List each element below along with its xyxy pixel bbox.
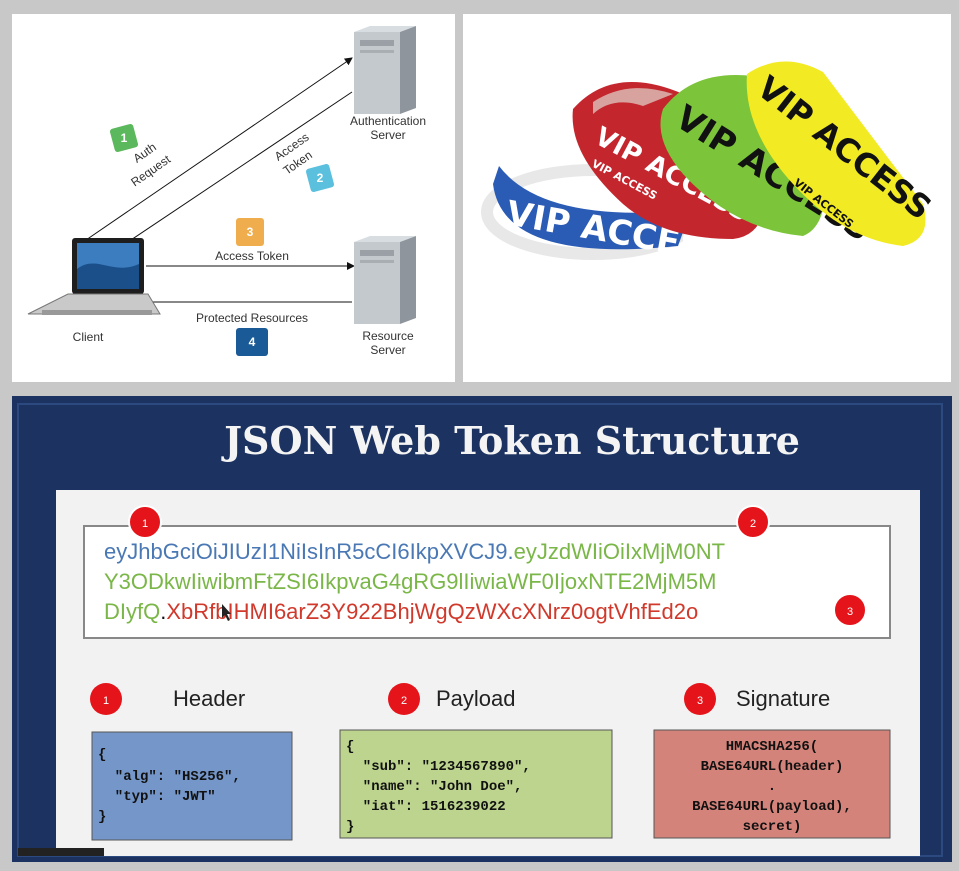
step-2-badge: 2 <box>305 163 335 193</box>
resource-server-label-1: Resource <box>362 329 414 343</box>
server-icon <box>354 236 416 324</box>
svg-text:2: 2 <box>401 695 407 707</box>
svg-text:1: 1 <box>121 131 128 145</box>
step-4-badge: 4 <box>236 328 268 356</box>
svg-text:}: } <box>346 819 354 835</box>
server-icon <box>354 26 416 114</box>
svg-text:"iat": 1516239022: "iat": 1516239022 <box>346 799 506 815</box>
payload-code-box: { "sub": "1234567890", "name": "John Doe… <box>339 729 613 839</box>
svg-text:1: 1 <box>142 518 148 530</box>
vip-wristbands-image: VIP ACCESS VIP ACCESS VIP ACCESS VIP ACC… <box>463 14 951 382</box>
badge-2: 2 <box>736 505 770 539</box>
step-4-label: Protected Resources <box>196 311 308 325</box>
slide-title: JSON Web Token Structure <box>221 418 800 463</box>
svg-text:1: 1 <box>103 695 109 707</box>
svg-text:{: { <box>346 739 354 755</box>
step-3-badge: 3 <box>236 218 264 246</box>
svg-text:"alg": "HS256",: "alg": "HS256", <box>98 769 241 785</box>
access-token-arrow <box>115 91 353 251</box>
svg-text:secret): secret) <box>743 819 802 835</box>
svg-text:Payload: Payload <box>436 686 516 711</box>
header-section-heading: 1 Header <box>90 683 245 715</box>
svg-text:"name": "John Doe",: "name": "John Doe", <box>346 779 522 795</box>
svg-text:eyJhbGciOiJIUzI1NiIsInR5cCI6Ik: eyJhbGciOiJIUzI1NiIsInR5cCI6IkpXVCJ9.eyJ… <box>104 539 725 564</box>
svg-text:}: } <box>98 809 106 825</box>
svg-text:4: 4 <box>249 335 256 349</box>
badge-1: 1 <box>128 505 162 539</box>
signature-section-heading: 3 Signature <box>684 683 830 715</box>
token-signature-part: XbRfbIHMI6arZ3Y922BhjWgQzWXcXNrz0ogtVhfE… <box>166 599 698 624</box>
token-payload-part-1: eyJzdWIiOiIxMjM0NT <box>514 539 725 564</box>
svg-text:BASE64URL(header): BASE64URL(header) <box>701 759 844 775</box>
svg-text:"typ": "JWT": "typ": "JWT" <box>98 789 216 805</box>
svg-text:2: 2 <box>750 518 756 530</box>
svg-text:BASE64URL(payload),: BASE64URL(payload), <box>692 799 852 815</box>
cursor-icon <box>222 604 231 621</box>
laptop-icon <box>27 238 161 315</box>
jwt-structure-slide: JSON Web Token Structure eyJhbGciOiJIUzI… <box>12 396 952 862</box>
payload-section-heading: 2 Payload <box>388 683 516 715</box>
svg-text:{: { <box>98 747 106 763</box>
auth-request-arrow <box>85 57 353 241</box>
svg-text:.: . <box>768 779 776 795</box>
resource-server-label-2: Server <box>370 343 405 357</box>
header-code-box: { "alg": "HS256", "typ": "JWT" } <box>91 731 293 841</box>
step-1-badge: 1 <box>109 123 139 153</box>
client-label: Client <box>73 330 104 344</box>
token-payload-part-2: Y3ODkwIiwibmFtZSI6IkpvaG4gRG9lIiwiaWF0Ij… <box>104 569 716 594</box>
svg-text:HMACSHA256(: HMACSHA256( <box>726 739 818 755</box>
token-box <box>83 525 891 639</box>
auth-server-label-1: Authentication <box>350 114 426 128</box>
badge-3: 3 <box>833 593 867 627</box>
svg-text:Header: Header <box>173 686 245 711</box>
svg-text:3: 3 <box>847 606 853 618</box>
svg-text:2: 2 <box>317 171 324 185</box>
svg-text:"sub": "1234567890",: "sub": "1234567890", <box>346 759 531 775</box>
token-dot: . <box>507 539 513 564</box>
token-dot: . <box>160 599 166 624</box>
token-payload-part-3: DIyfQ <box>104 599 160 624</box>
auth-server-label-2: Server <box>370 128 405 142</box>
signature-code-box: HMACSHA256( BASE64URL(header) . BASE64UR… <box>653 729 891 839</box>
svg-text:DIyfQ.XbRfbIHMI6arZ3Y922BhjWgQ: DIyfQ.XbRfbIHMI6arZ3Y922BhjWgQzWXcXNrz0o… <box>104 599 698 624</box>
step-3-label: Access Token <box>215 249 289 263</box>
token-header-part: eyJhbGciOiJIUzI1NiIsInR5cCI6IkpXVCJ9 <box>104 539 507 564</box>
oauth-flow-diagram: Authentication Server Resource Server Cl… <box>12 14 455 382</box>
svg-text:Signature: Signature <box>736 686 830 711</box>
svg-text:3: 3 <box>697 695 703 707</box>
svg-text:3: 3 <box>247 225 254 239</box>
